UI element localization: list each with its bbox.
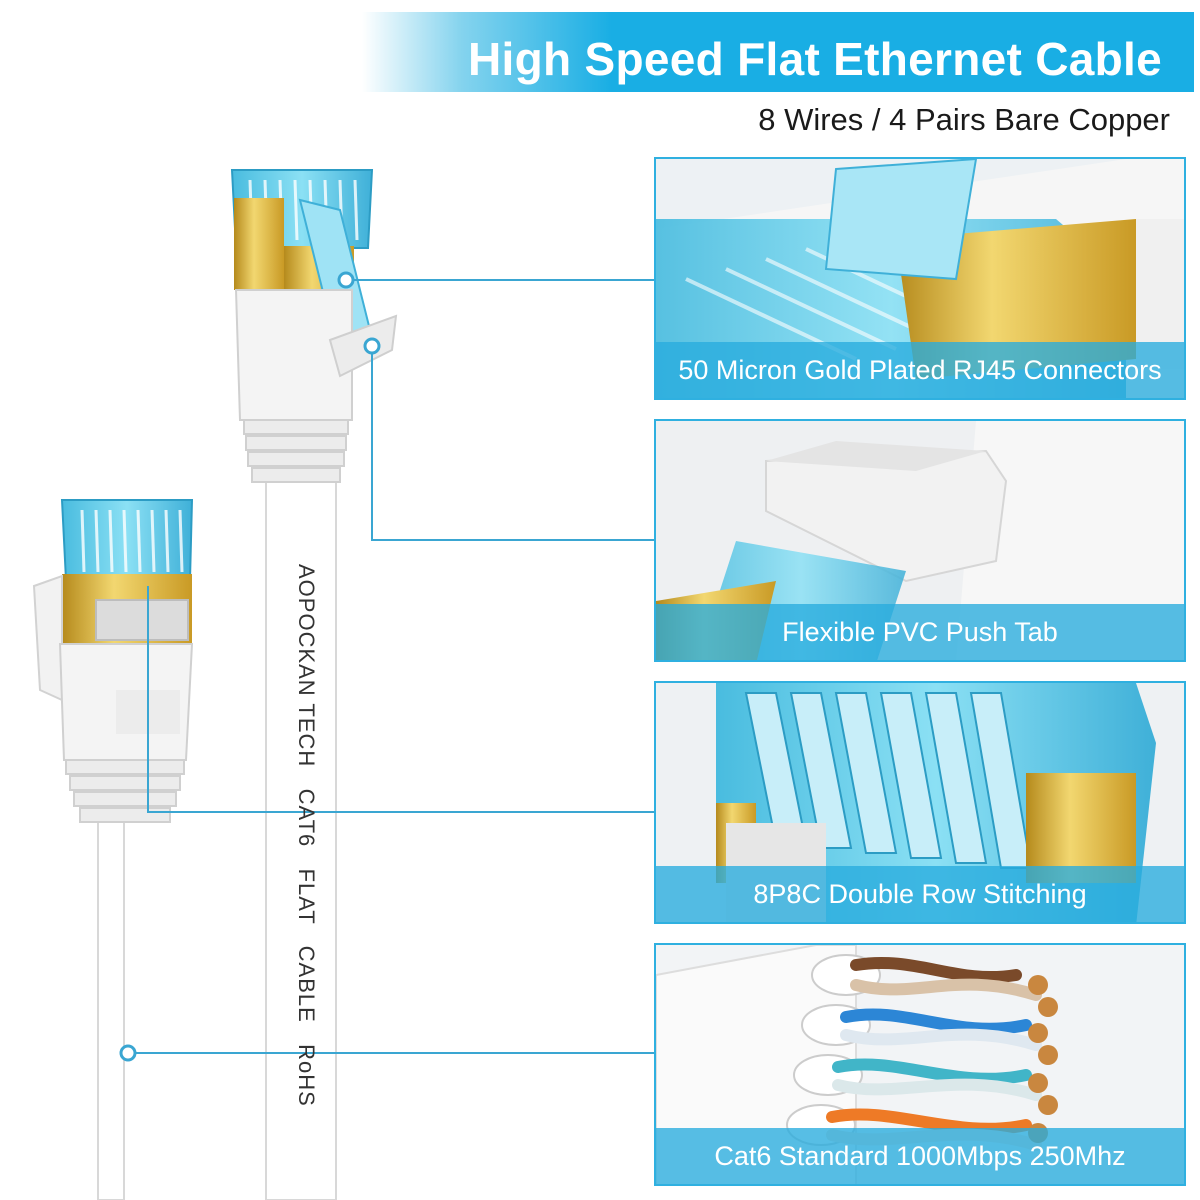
callout-lines xyxy=(128,279,654,1054)
rj45-connector-top xyxy=(230,169,398,483)
panel-caption: Flexible PVC Push Tab xyxy=(656,604,1184,660)
feature-panel-push-tab: Flexible PVC Push Tab xyxy=(654,419,1186,662)
panel-caption: Cat6 Standard 1000Mbps 250Mhz xyxy=(656,1128,1184,1184)
flat-cable-main xyxy=(265,469,337,1200)
callout-dot-icon xyxy=(119,1044,137,1062)
title-banner: High Speed Flat Ethernet Cable xyxy=(362,12,1194,92)
callout-dot-icon xyxy=(337,271,355,289)
round-cable xyxy=(97,819,125,1200)
feature-panel-gold-connectors: 50 Micron Gold Plated RJ45 Connectors xyxy=(654,157,1186,400)
page-title: High Speed Flat Ethernet Cable xyxy=(468,33,1162,85)
panel-caption: 50 Micron Gold Plated RJ45 Connectors xyxy=(656,342,1184,398)
panel-caption: 8P8C Double Row Stitching xyxy=(656,866,1184,922)
page-subtitle: 8 Wires / 4 Pairs Bare Copper xyxy=(758,102,1170,137)
feature-panel-8p8c: 8P8C Double Row Stitching xyxy=(654,681,1186,924)
feature-panel-twisted-pairs: Cat6 Standard 1000Mbps 250Mhz xyxy=(654,943,1186,1186)
callout-dot-icon xyxy=(363,337,381,355)
rj45-connector-left xyxy=(32,499,194,823)
cable-print-text: AOPOCKAN TECH CAT6 FLAT CABLE RoHS xyxy=(294,564,319,1107)
pin-closeup xyxy=(656,683,1184,922)
